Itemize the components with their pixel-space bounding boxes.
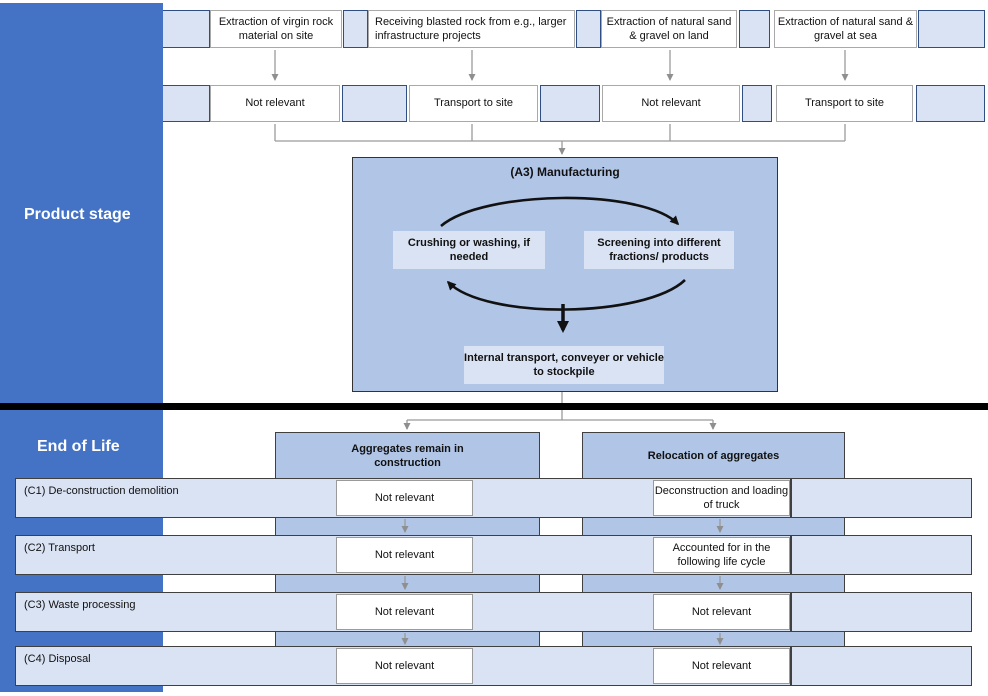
internal-transport-box: Internal transport, conveyer or vehicle … (464, 346, 664, 384)
a2-cell-1: Not relevant (210, 85, 340, 122)
spacer-box (742, 85, 772, 122)
header-relocation: Relocation of aggregates (582, 432, 845, 480)
a1-cell-virgin-rock: Extraction of virgin rock material on si… (210, 10, 342, 48)
product-stage-label: Product stage (24, 206, 131, 223)
c1-col1-cell: Not relevant (336, 480, 473, 516)
c3-col1-cell: Not relevant (336, 594, 473, 630)
spacer-box (739, 10, 770, 48)
header-aggregates-remain: Aggregates remain in construction (275, 432, 540, 480)
c4-col2-cell: Not relevant (653, 648, 790, 684)
a2-cell-4: Transport to site (776, 85, 913, 122)
a2-cell-2: Transport to site (409, 85, 538, 122)
c1-right-box (791, 478, 972, 518)
a1-cell-blasted-rock: Receiving blasted rock from e.g., larger… (368, 10, 575, 48)
c2-label: (C2) Transport (24, 542, 95, 554)
a1-cell-sand-land: Extraction of natural sand & gravel on l… (601, 10, 737, 48)
a1-cell-sand-sea: Extraction of natural sand & gravel at s… (774, 10, 917, 48)
c4-col1-cell: Not relevant (336, 648, 473, 684)
c3-label: (C3) Waste processing (24, 599, 136, 611)
c4-label: (C4) Disposal (24, 653, 91, 665)
spacer-box (343, 10, 368, 48)
c1-col2-cell: Deconstruction and loading of truck (653, 480, 790, 516)
c2-col1-cell: Not relevant (336, 537, 473, 573)
c4-right-box (791, 646, 972, 686)
a2-cell-3: Not relevant (602, 85, 740, 122)
a3-title: (A3) Manufacturing (510, 165, 620, 179)
end-of-life-label: End of Life (37, 438, 120, 455)
c2-right-box (791, 535, 972, 575)
c3-col2-cell: Not relevant (653, 594, 790, 630)
spacer-box (342, 85, 407, 122)
c1-label: (C1) De-construction demolition (24, 485, 179, 497)
spacer-box (576, 10, 601, 48)
spacer-box (918, 10, 985, 48)
crushing-box: Crushing or washing, if needed (393, 231, 545, 269)
a3-manufacturing-box: (A3) Manufacturing Crushing or washing, … (352, 157, 778, 392)
spacer-box (540, 85, 600, 122)
screening-box: Screening into different fractions/ prod… (584, 231, 734, 269)
c3-right-box (791, 592, 972, 632)
stage-sidebar (0, 3, 163, 692)
c2-col2-cell: Accounted for in the following life cycl… (653, 537, 790, 573)
spacer-box (916, 85, 985, 122)
section-separator (0, 403, 988, 410)
